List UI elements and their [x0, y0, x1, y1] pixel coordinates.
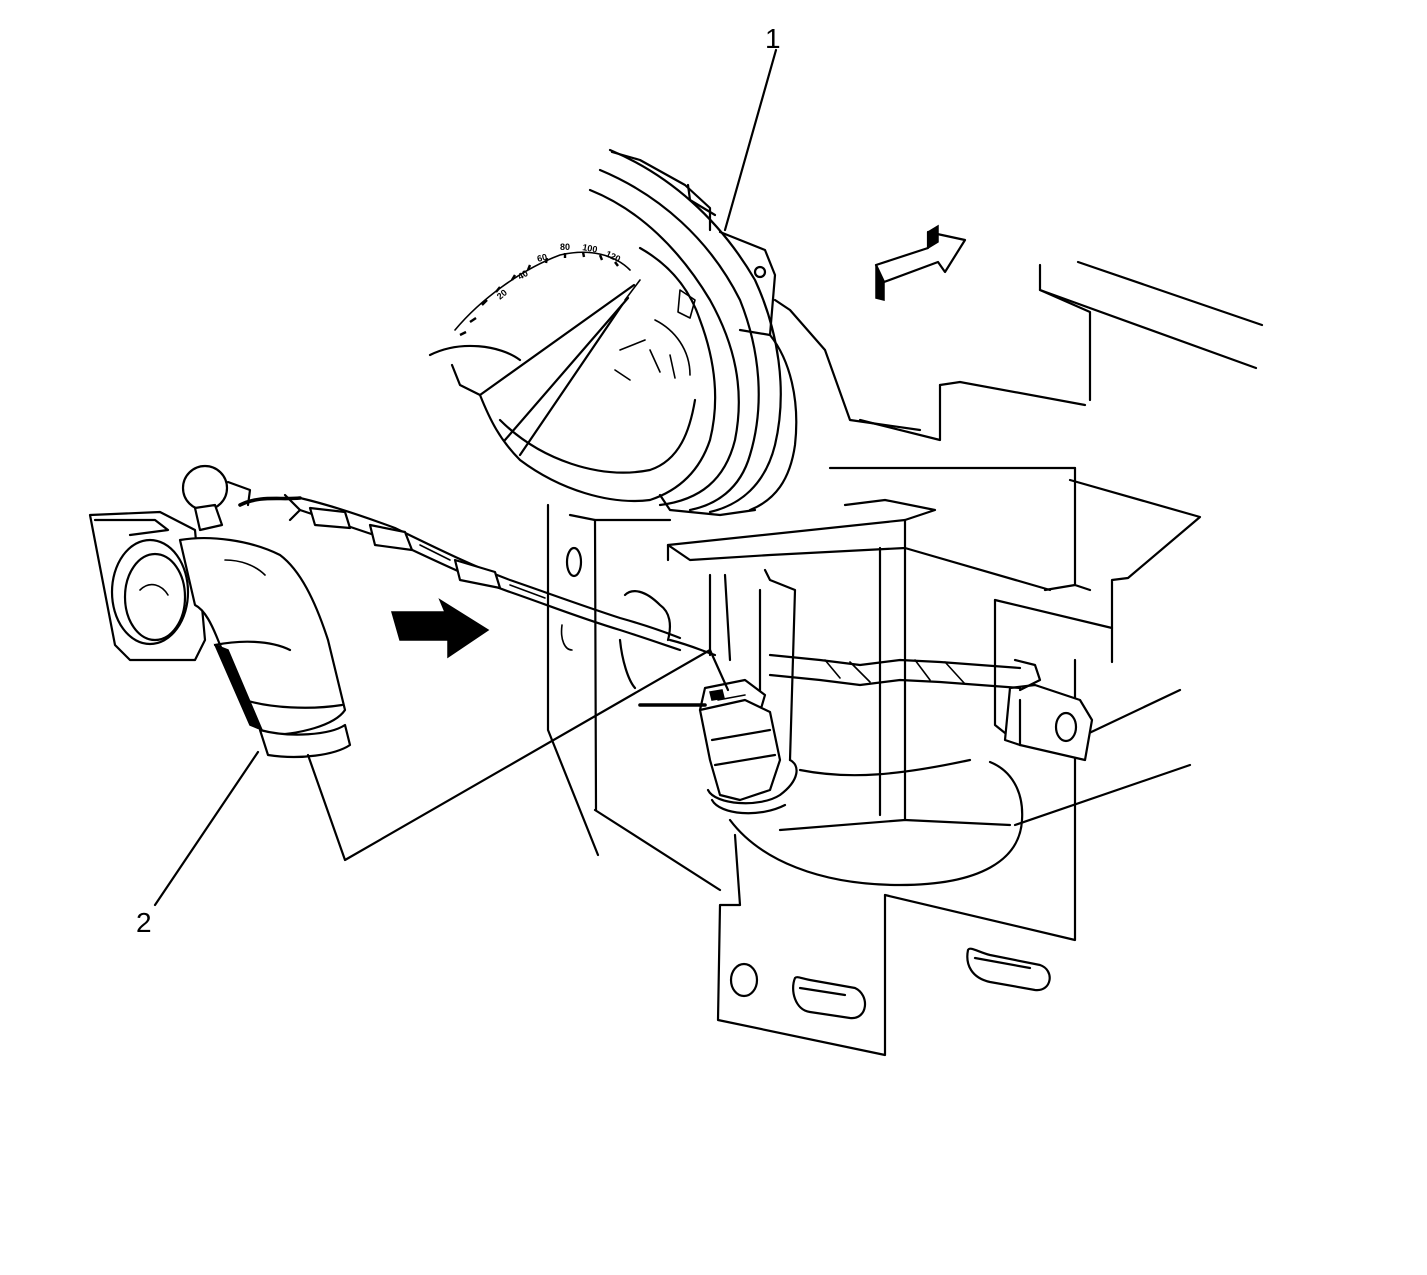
- vent-connector-assembly: [88, 464, 352, 759]
- callout-2-label: 2: [136, 907, 152, 938]
- svg-text:80: 80: [560, 242, 570, 252]
- wiring-harness: [238, 493, 1042, 722]
- body-structure: [546, 260, 1264, 1057]
- callout-1-label: 1: [765, 23, 781, 54]
- svg-text:100: 100: [582, 242, 599, 254]
- svg-text:20: 20: [495, 287, 509, 301]
- svg-text:40: 40: [516, 268, 530, 282]
- arrow-up-right-icon: [874, 224, 967, 301]
- arrow-right-icon: [391, 598, 490, 659]
- svg-text:60: 60: [536, 252, 548, 264]
- leader-lines: [153, 48, 778, 907]
- speedometer-face: 20 40 60 80 100 120: [454, 242, 696, 381]
- instrument-cluster: 20 40 60 80 100 120: [428, 148, 922, 517]
- dash-connector: [638, 698, 798, 815]
